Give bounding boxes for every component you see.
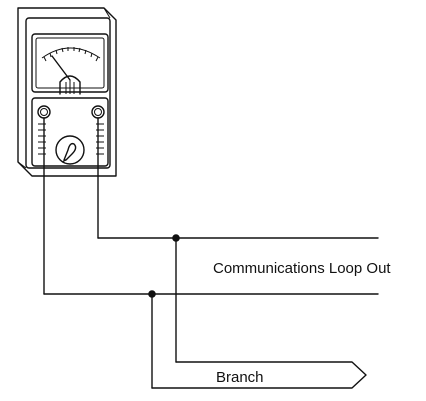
- junction-dot-lower: [148, 290, 156, 298]
- loop-out-label: Communications Loop Out: [213, 260, 391, 277]
- communications-loop: [43, 237, 379, 295]
- branch-label: Branch: [216, 369, 264, 386]
- analog-meter-icon: [17, 7, 117, 177]
- meter-leads: [43, 117, 99, 295]
- branch-arrow-outline: [151, 361, 367, 389]
- branch-wiring: [151, 237, 367, 389]
- junction-dot-upper: [172, 234, 180, 242]
